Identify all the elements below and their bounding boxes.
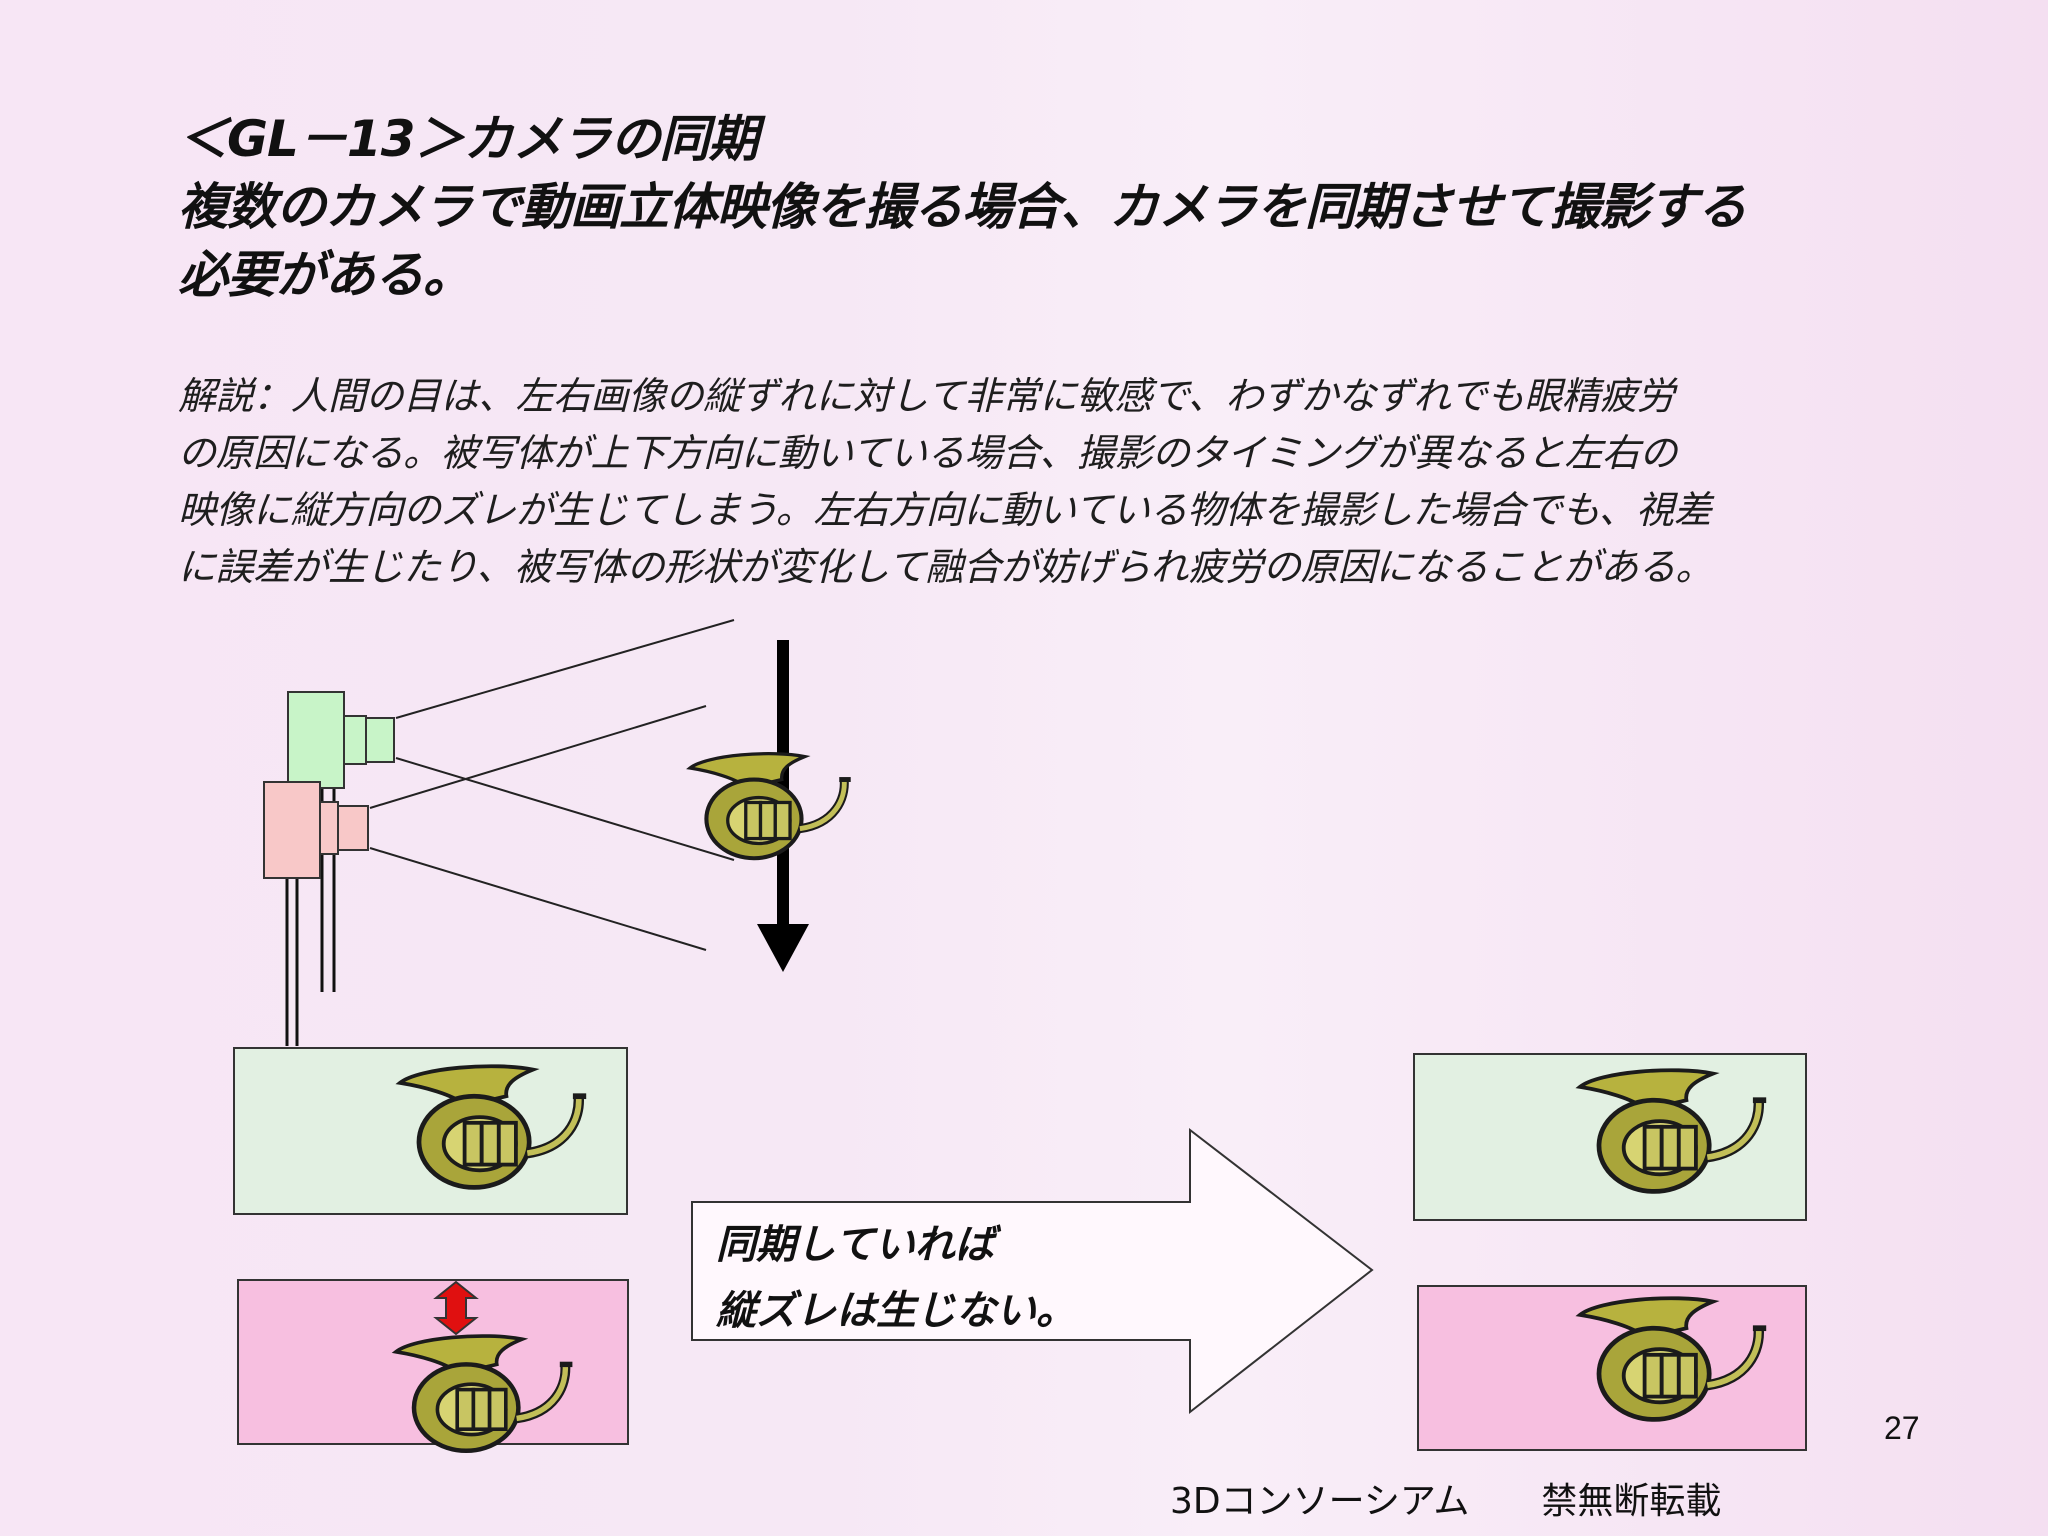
down-arrow-icon (757, 640, 809, 972)
title-line-3: 必要がある。 (178, 246, 473, 304)
arrow-caption: 同期していれば 縦ズレは生じない。 (716, 1212, 1076, 1344)
french-horn-icon (690, 754, 851, 859)
footer-copyright: 3Dコンソーシアム 禁無断転載 (1170, 1481, 1722, 1522)
arrow-caption-line-1: 同期していれば (716, 1222, 995, 1268)
right-block-arrow-icon (691, 1127, 1374, 1415)
vertical-double-arrow-icon (433, 1280, 479, 1336)
explanation-line-3: 映像に縦方向のズレが生じてしまう。左右方向に動いている物体を撮影した場合でも、視… (178, 488, 1711, 532)
pink-camera-icon (263, 781, 369, 879)
page-number: 27 (1884, 1410, 1920, 1446)
slide-title: ＜GL－13＞カメラの同期 複数のカメラで動画立体映像を撮る場合、カメラを同期さ… (178, 105, 1978, 309)
explanation-text: 解説：人間の目は、左右画像の縦ずれに対して非常に敏感で、わずかなずれでも眼精疲労… (178, 368, 1998, 596)
explanation-line-4: に誤差が生じたり、被写体の形状が変化して融合が妨げられ疲労の原因になることがある… (178, 545, 1713, 589)
explanation-line-2: の原因になる。被写体が上下方向に動いている場合、撮影のタイミングが異なると左右の (178, 431, 1677, 475)
title-line-2: 複数のカメラで動画立体映像を撮る場合、カメラを同期させて撮影する (178, 178, 1747, 236)
explanation-line-1: 解説：人間の目は、左右画像の縦ずれに対して非常に敏感で、わずかなずれでも眼精疲労 (178, 374, 1675, 418)
camera-view-lines (369, 619, 735, 951)
arrow-caption-line-2: 縦ズレは生じない。 (716, 1288, 1076, 1334)
green-camera-icon (287, 691, 395, 789)
title-line-1: ＜GL－13＞カメラの同期 (178, 110, 758, 168)
